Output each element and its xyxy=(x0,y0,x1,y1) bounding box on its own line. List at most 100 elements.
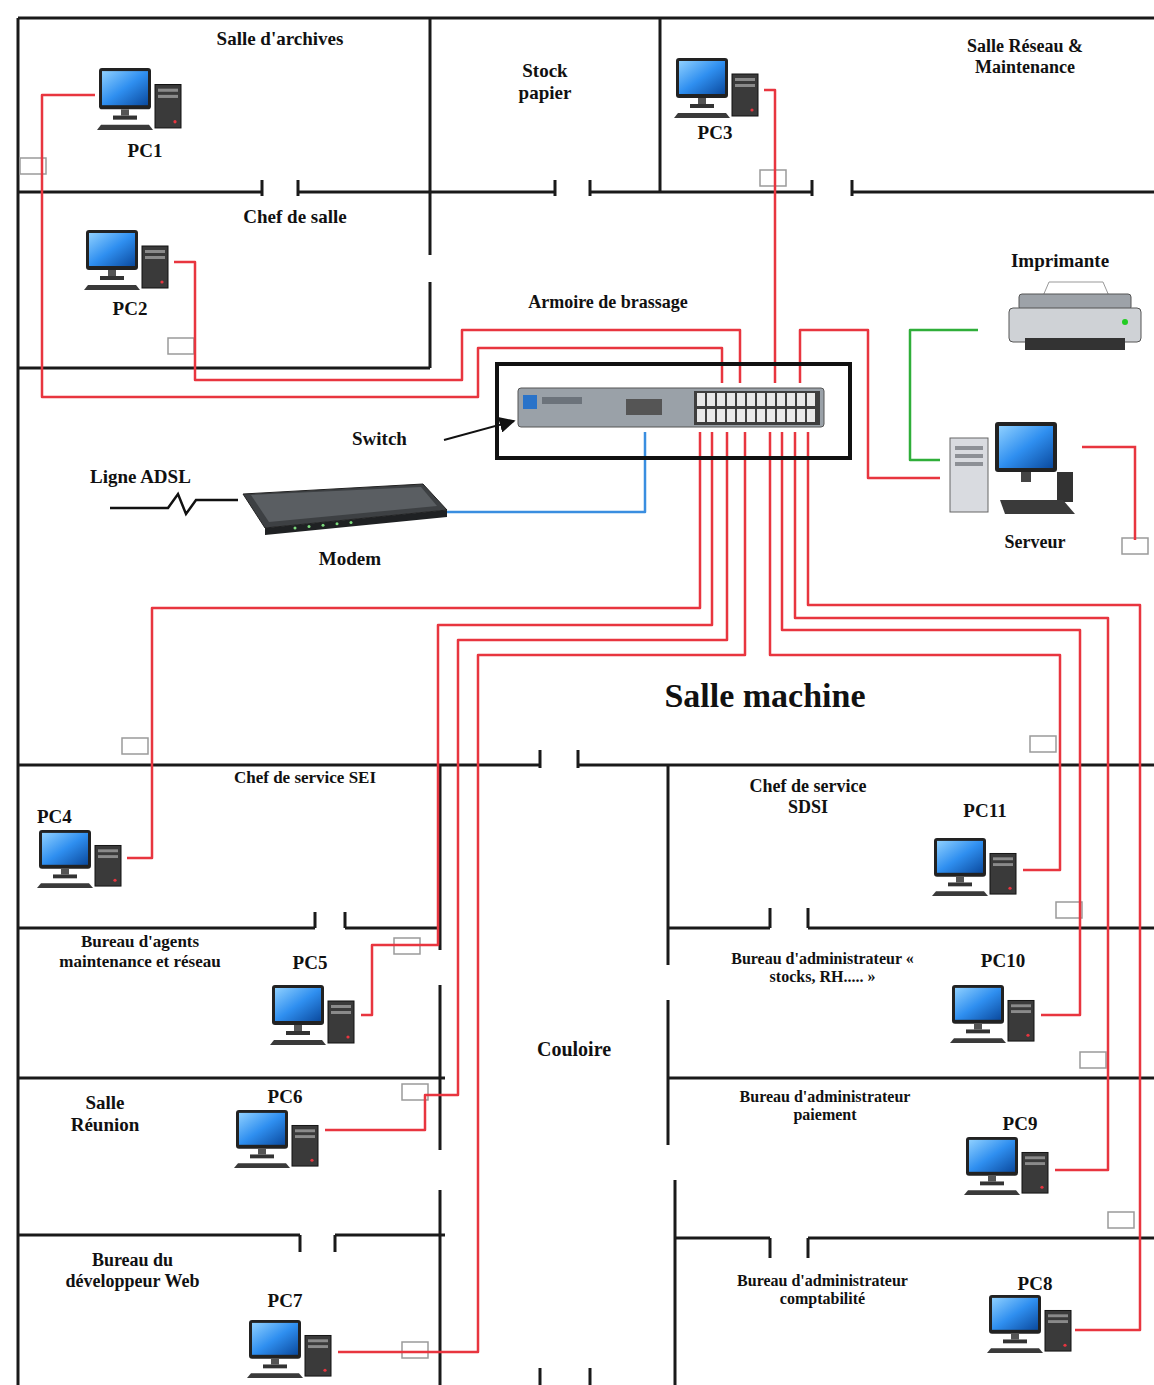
pc-icon xyxy=(948,985,1036,1043)
stand-base xyxy=(100,276,124,280)
drive-bay xyxy=(145,250,165,253)
port xyxy=(697,393,705,406)
port xyxy=(787,409,795,422)
stand xyxy=(108,270,116,276)
tower xyxy=(732,74,758,116)
switch-panel xyxy=(626,399,662,415)
stand-base xyxy=(980,1181,1004,1185)
screen xyxy=(992,1298,1038,1330)
screen xyxy=(937,841,983,873)
network-cable xyxy=(127,432,700,858)
tower xyxy=(155,85,181,128)
pc-label: PC8 xyxy=(1000,1273,1070,1295)
pc-icon xyxy=(232,1110,320,1168)
room-label: Stock papier xyxy=(500,60,590,104)
tower xyxy=(990,853,1016,894)
room: PC8 Bureau d'administrateur comptabilité xyxy=(668,1238,1154,1385)
drive-bay xyxy=(1025,1156,1045,1159)
drive-bay xyxy=(735,84,755,87)
drive-bay xyxy=(955,454,983,458)
port xyxy=(807,393,815,406)
monitor xyxy=(99,68,151,109)
room-label: Salle Réunion xyxy=(50,1092,160,1136)
drive-bay xyxy=(98,855,118,858)
switch-icon xyxy=(518,383,824,432)
tower xyxy=(328,1001,354,1043)
port xyxy=(797,393,805,406)
stand-base xyxy=(113,116,137,120)
port xyxy=(797,409,805,422)
pc-label: PC9 xyxy=(985,1113,1055,1135)
drive-bay xyxy=(1048,1314,1068,1317)
monitor xyxy=(934,838,986,877)
pc: PC6 xyxy=(230,1086,325,1172)
power-led xyxy=(323,1369,326,1372)
room-label: Chef de service SEI xyxy=(220,768,390,788)
screen xyxy=(999,426,1053,468)
monitor xyxy=(272,985,324,1025)
stand xyxy=(61,869,69,875)
pc-icon xyxy=(95,68,183,130)
pc-label: PC5 xyxy=(275,952,345,974)
wall-sockets xyxy=(20,158,1148,1358)
pc-label: PC11 xyxy=(950,800,1020,822)
tower xyxy=(95,845,121,886)
keyboard xyxy=(950,1038,1006,1043)
monitor xyxy=(39,830,91,869)
port xyxy=(807,409,815,422)
room-label: Chef de salle xyxy=(210,206,380,228)
port xyxy=(757,393,765,406)
room: PC7Bureau du développeur Web xyxy=(18,1235,440,1385)
power-led xyxy=(1040,1186,1043,1189)
pointer-arrow xyxy=(444,421,514,440)
port xyxy=(757,409,765,422)
pc-label: PC3 xyxy=(680,122,750,144)
screen xyxy=(252,1323,298,1355)
port xyxy=(787,393,795,406)
monitor xyxy=(676,58,728,98)
switch-panel xyxy=(542,397,582,404)
power-led xyxy=(160,280,163,283)
network-cable xyxy=(447,432,645,512)
room-label: Bureau d'agents maintenance et réseau xyxy=(40,932,240,971)
power-led xyxy=(113,879,116,882)
monitor xyxy=(989,1295,1041,1334)
paper-tray xyxy=(1025,338,1125,350)
monitor xyxy=(952,985,1004,1024)
pc: PC7 xyxy=(243,1288,338,1382)
screen xyxy=(42,833,88,865)
printer-body xyxy=(1009,308,1141,342)
network-cable xyxy=(782,432,1080,1015)
speaker xyxy=(1057,472,1073,502)
room-label: Bureau d'administrateur comptabilité xyxy=(730,1272,915,1309)
cabinet-label: Armoire de brassage xyxy=(478,292,738,313)
network-cable xyxy=(808,432,1140,1330)
port xyxy=(777,393,785,406)
adsl-line xyxy=(110,494,238,514)
modem-led xyxy=(322,524,325,527)
screen xyxy=(275,988,321,1021)
pc-label: PC7 xyxy=(250,1290,320,1312)
port xyxy=(717,409,725,422)
stand xyxy=(1011,1334,1019,1340)
pc-icon xyxy=(985,1295,1073,1353)
stand xyxy=(698,98,706,104)
pc-label: PC6 xyxy=(250,1086,320,1108)
drive-bay xyxy=(1025,1162,1045,1165)
stand xyxy=(974,1024,982,1030)
pc-icon xyxy=(962,1137,1050,1195)
server: Serveur xyxy=(940,418,1088,560)
switch-body xyxy=(518,388,824,427)
drive-bay xyxy=(1011,1010,1031,1013)
stand xyxy=(956,877,964,883)
power-led xyxy=(1063,1344,1066,1347)
pc: PC10 xyxy=(946,950,1041,1045)
port-block xyxy=(694,391,820,425)
stand-base xyxy=(53,874,77,878)
pc: PC11 xyxy=(928,800,1023,898)
pc-label: PC2 xyxy=(95,298,165,320)
drive-bay xyxy=(1048,1320,1068,1323)
